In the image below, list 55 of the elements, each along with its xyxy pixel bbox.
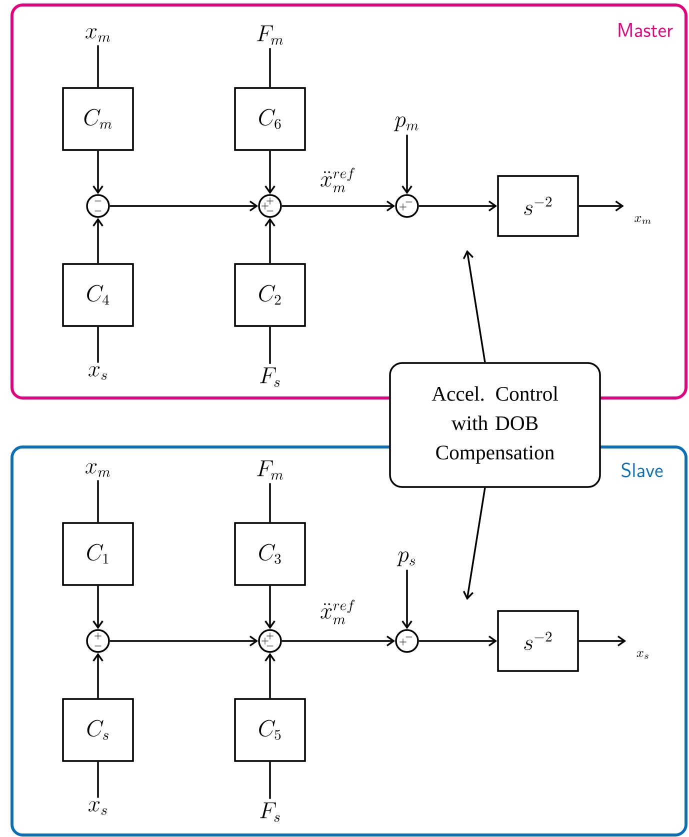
arrow — [264, 652, 276, 698]
summing-junction: $+$ $-$ — [86, 629, 110, 653]
plant-block: $s^{-2}$ — [497, 175, 579, 237]
controller-box: Accel. Control with DOB Compensation — [389, 362, 601, 488]
group-frame — [10, 4, 688, 400]
group-label: Slave — [622, 462, 663, 478]
signal-label: $x_m$ — [86, 463, 110, 477]
gain-block: $C_2$ — [234, 263, 306, 327]
plant-block: $s^{-2}$ — [497, 610, 579, 672]
arrow — [418, 636, 498, 646]
signal-label: $x_m$ — [86, 28, 110, 42]
arrow — [92, 218, 104, 264]
summing-junction: $-$ $-$ — [86, 194, 110, 218]
signal-label: $x_s$ — [88, 366, 107, 380]
summing-junction: $-$ $+$ — [395, 194, 419, 218]
arrow — [110, 200, 258, 212]
signal-label: $p_m$ — [394, 116, 418, 132]
group-frame — [10, 446, 688, 836]
signal-label: $x_s$ — [88, 801, 107, 815]
arrow — [264, 150, 276, 194]
arrow — [92, 586, 104, 630]
arrow — [282, 200, 396, 212]
signal-label: $F_m$ — [257, 25, 283, 45]
arrow — [462, 488, 486, 600]
arrow — [92, 150, 104, 194]
edge-label: $\ddot{x}_m^{ref}$ — [320, 600, 355, 624]
gain-block: $C_5$ — [234, 698, 306, 762]
gain-block: $C_6$ — [234, 87, 306, 151]
summing-junction: $-$ $+$ — [395, 629, 419, 653]
arrow — [264, 218, 276, 264]
gain-block: $C_4$ — [62, 263, 134, 327]
signal-label: $p_s$ — [396, 552, 416, 566]
gain-block: $C_1$ — [62, 522, 134, 586]
gain-block: $C_3$ — [234, 522, 306, 586]
signal-label: $F_s$ — [260, 367, 280, 387]
arrow — [418, 200, 498, 212]
gain-block: $C_s$ — [62, 698, 134, 762]
arrow — [402, 134, 412, 194]
edge-label: $\ddot{x}_m^{ref}$ — [320, 168, 355, 192]
arrow — [578, 636, 626, 646]
signal-label: $F_m$ — [257, 460, 283, 480]
gain-block: $C_m$ — [62, 87, 134, 151]
summing-junction: $+$ $+$ $-$ — [258, 194, 282, 218]
arrow — [264, 586, 276, 630]
arrow — [282, 636, 396, 646]
summing-junction: $+$ $+$ $-$ — [258, 629, 282, 653]
arrow — [92, 652, 104, 698]
arrow — [110, 636, 258, 646]
group-label: Master — [618, 22, 673, 38]
output-label: $x_m$ — [634, 216, 651, 224]
arrow — [578, 200, 624, 212]
arrow — [402, 570, 412, 630]
signal-label: $F_s$ — [260, 802, 280, 822]
arrow — [462, 250, 486, 362]
output-label: $x_s$ — [636, 650, 648, 659]
